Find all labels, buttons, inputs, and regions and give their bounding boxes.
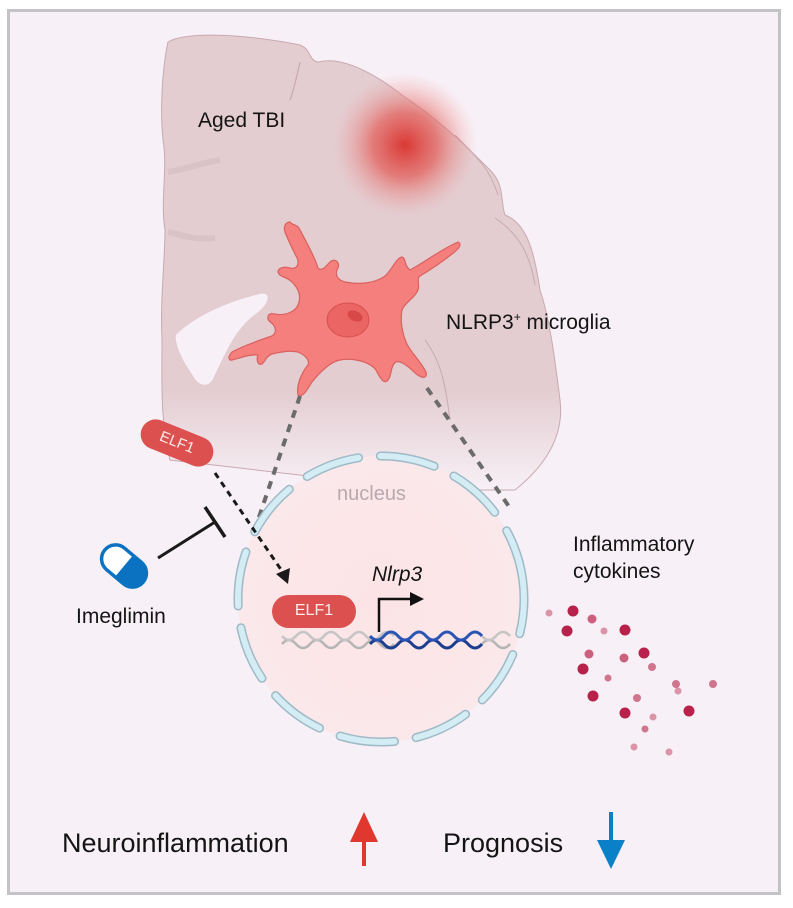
aged-tbi-label: Aged TBI — [198, 109, 286, 132]
cytokine-particle — [665, 748, 673, 756]
cytokine-particle — [584, 649, 594, 659]
cytokine-particle — [567, 605, 579, 617]
zoom-line-left — [256, 395, 302, 521]
inhibition-line — [157, 520, 216, 560]
cytokine-particle — [561, 625, 573, 637]
cytokine-particle — [619, 653, 629, 663]
cytokine-particle — [683, 705, 695, 717]
transcription-start-arrow — [377, 597, 412, 632]
translocation-arrowhead — [276, 568, 290, 584]
cytokine-particle — [587, 690, 599, 702]
cytokine-particle — [649, 713, 657, 721]
microglia-label: NLRP3+ microglia — [446, 310, 611, 335]
capsule-icon — [99, 543, 149, 589]
cytokine-particle — [709, 680, 717, 688]
injury-site — [333, 73, 477, 217]
cytokine-particle — [672, 680, 680, 688]
cytokine-particle — [619, 707, 631, 719]
cytokines-label-line2: cytokines — [573, 560, 661, 583]
elf1-nuclear — [272, 595, 356, 628]
zoom-line-right — [425, 386, 512, 510]
cytokine-particle — [619, 624, 631, 636]
microglia-nucleus — [326, 302, 370, 338]
microglia-label-main: NLRP3 — [446, 311, 514, 334]
cytokine-particle — [577, 663, 589, 675]
cytokine-particle — [630, 743, 638, 751]
cytokine-particle — [600, 627, 608, 635]
elf1-nuclear-label: ELF1 — [294, 602, 334, 619]
transcription-arrowhead — [410, 592, 424, 606]
inhibition-bar — [203, 506, 227, 538]
nucleus-label: nucleus — [337, 483, 406, 505]
cytokine-particle — [587, 614, 597, 624]
arrow-up-icon — [350, 812, 378, 866]
microglia-label-rest: microglia — [520, 311, 611, 334]
cytokine-particle — [641, 725, 649, 733]
microglia-cell — [228, 221, 461, 397]
cytokine-particle — [633, 694, 641, 702]
outcome-prognosis-label: Prognosis — [443, 828, 564, 858]
cytokines-label-line1: Inflammatory — [573, 533, 695, 556]
arrow-down-icon — [597, 812, 625, 869]
drug-label: Imeglimin — [76, 605, 166, 628]
cytokine-particles — [545, 605, 717, 756]
cytokine-particle — [674, 687, 682, 695]
outcome-neuroinflammation-label: Neuroinflammation — [62, 828, 289, 858]
gene-label: Nlrp3 — [372, 563, 423, 586]
translocation-arrow — [213, 472, 286, 575]
dna-strand — [281, 630, 511, 650]
elf1-cytoplasmic — [140, 419, 214, 467]
cytokine-particle — [545, 609, 553, 617]
cytokine-particle — [638, 647, 650, 659]
cytokine-particle — [604, 674, 612, 682]
cytokines-label: Inflammatory cytokines — [573, 531, 694, 585]
microglia-label-sup: + — [513, 310, 521, 324]
cytokine-particle — [648, 663, 656, 671]
